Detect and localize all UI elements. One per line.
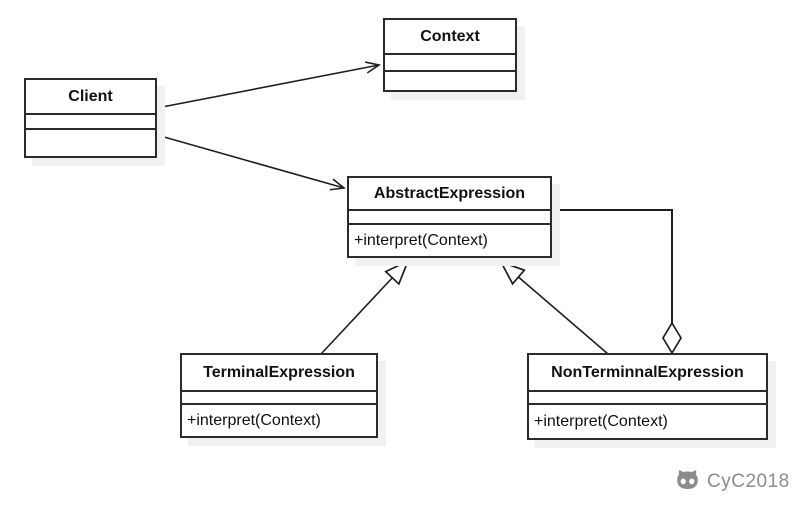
methods-compartment	[385, 72, 515, 90]
class-box-nonterminnalexpression: NonTerminnalExpression +interpret(Contex…	[527, 353, 768, 440]
association-client-to-abstractexpression	[156, 134, 346, 191]
aggregation-line-abstractexpression-to-nonterminnalexpression	[552, 209, 673, 323]
watermark: CyC2018	[674, 470, 790, 493]
class-name: TerminalExpression	[182, 355, 376, 392]
class-box-abstractexpression: AbstractExpression +interpret(Context)	[347, 176, 552, 258]
methods-compartment: +interpret(Context)	[354, 231, 488, 249]
generalization-terminalexpression-to-abstractexpression	[320, 259, 410, 355]
attributes-compartment	[349, 211, 550, 225]
aggregation-diamond-icon	[662, 321, 682, 355]
class-box-terminalexpression: TerminalExpression +interpret(Context)	[180, 353, 378, 438]
association-client-to-context	[156, 61, 382, 109]
class-name: Context	[385, 20, 515, 55]
octocat-icon	[674, 470, 701, 493]
methods-compartment: +interpret(Context)	[534, 412, 668, 430]
class-name: AbstractExpression	[349, 178, 550, 211]
attributes-compartment	[26, 115, 155, 130]
class-box-client: Client	[24, 78, 157, 158]
generalization-nonterminnalexpression-to-abstractexpression	[499, 260, 609, 355]
methods-compartment: +interpret(Context)	[187, 411, 321, 429]
class-box-context: Context	[383, 18, 517, 92]
class-name: NonTerminnalExpression	[529, 355, 766, 392]
watermark-label: CyC2018	[707, 470, 790, 492]
class-name: Client	[26, 80, 155, 115]
attributes-compartment	[182, 392, 376, 405]
methods-compartment	[26, 130, 155, 156]
attributes-compartment	[385, 55, 515, 72]
attributes-compartment	[529, 392, 766, 405]
